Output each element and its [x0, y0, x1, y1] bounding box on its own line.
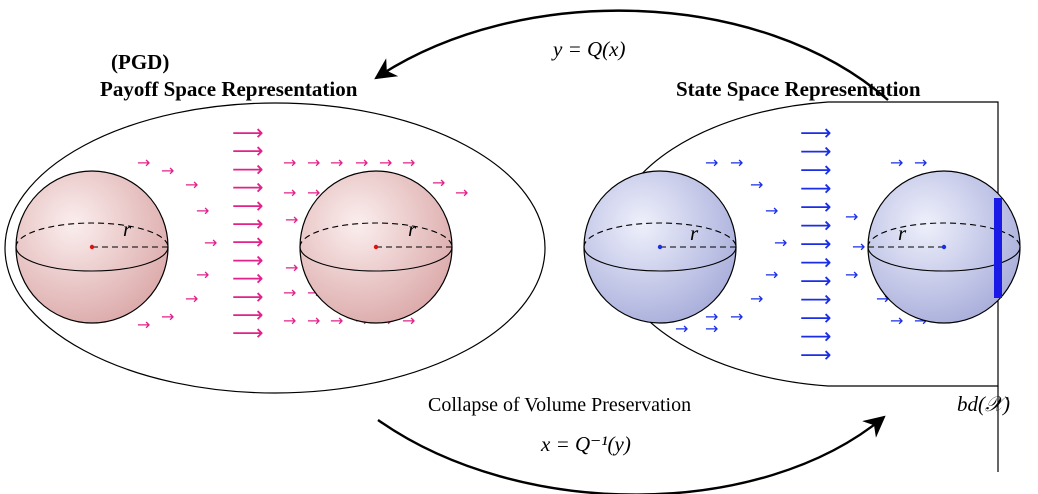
flow-arrow: → — [137, 153, 150, 172]
flow-arrow: → — [283, 311, 296, 330]
boundary-label: bd(𝒳) — [957, 392, 1010, 416]
flow-arrow: ⟶ — [800, 288, 832, 313]
flow-arrow: → — [675, 319, 688, 338]
flow-arrow: → — [845, 265, 858, 284]
flow-arrow: ⟶ — [800, 214, 832, 239]
payoff-sphere-left: r — [15, 170, 169, 324]
flow-arrow: → — [185, 175, 198, 194]
boundary-segment — [994, 198, 1002, 298]
flow-arrow: ⟶ — [800, 232, 832, 257]
flow-arrow: → — [307, 153, 320, 172]
flow-arrow: ⟶ — [232, 267, 264, 292]
flow-arrow: ⟶ — [232, 157, 264, 182]
bottom-arrow-label: x = Q⁻¹(y) — [540, 432, 631, 456]
right-arrow-field: →→→→→→→→→→→→→→→→→→→→→⟶⟶⟶⟶⟶⟶⟶⟶⟶⟶⟶⟶⟶ — [675, 121, 927, 368]
flow-arrow: ⟶ — [800, 325, 832, 350]
payoff-title-line1: (PGD) — [111, 50, 169, 74]
flow-arrow: ⟶ — [232, 176, 264, 201]
flow-arrow: ⟶ — [800, 158, 832, 183]
flow-arrow: → — [765, 201, 778, 220]
flow-arrow: → — [204, 233, 217, 252]
flow-arrow: → — [402, 153, 415, 172]
flow-arrow: → — [890, 311, 903, 330]
flow-arrow: ⟶ — [800, 195, 832, 220]
flow-arrow: → — [455, 183, 468, 202]
flow-arrow: → — [285, 258, 298, 277]
top-mapping-arrow: y = Q(x) — [374, 9, 889, 101]
flow-arrow: ⟶ — [800, 177, 832, 202]
flow-arrow: → — [890, 153, 903, 172]
bottom-mapping-arrow: Collapse of Volume Preservation x = Q⁻¹(… — [377, 394, 886, 494]
flow-arrow: → — [750, 175, 763, 194]
flow-arrow: ⟶ — [232, 194, 264, 219]
flow-arrow: → — [730, 153, 743, 172]
payoff-space-panel: →→→→→→→→→→→→→→→→→→→→→→→→→→→→→⟶⟶⟶⟶⟶⟶⟶⟶⟶⟶⟶… — [4, 50, 546, 394]
payoff-sphere-right: r — [299, 170, 453, 324]
flow-arrow: → — [330, 311, 343, 330]
flow-arrow: ⟶ — [232, 212, 264, 237]
flow-arrow: → — [161, 161, 174, 180]
flow-arrow: → — [705, 307, 718, 326]
flow-arrow: ⟶ — [800, 121, 832, 146]
flow-arrow: → — [355, 153, 368, 172]
bottom-arrow-caption: Collapse of Volume Preservation — [428, 394, 691, 416]
radius-label: r — [123, 217, 132, 241]
top-arrow-label: y = Q(x) — [551, 37, 625, 61]
flow-arrow: ⟶ — [232, 285, 264, 310]
flow-arrow: → — [283, 283, 296, 302]
flow-arrow: → — [285, 210, 298, 229]
flow-arrow: → — [852, 237, 865, 256]
payoff-space-ellipse — [4, 102, 546, 394]
flow-arrow: → — [750, 289, 763, 308]
payoff-title-line2: Payoff Space Representation — [100, 77, 358, 101]
flow-arrow: → — [137, 315, 150, 334]
flow-arrow: → — [765, 265, 778, 284]
flow-arrow: ⟶ — [232, 303, 264, 328]
state-sphere-right: r — [867, 170, 1021, 324]
sphere-center-dot — [373, 244, 379, 250]
flow-arrow: ⟶ — [800, 343, 832, 368]
sphere-center-dot — [657, 244, 663, 250]
flow-arrow: → — [161, 307, 174, 326]
flow-arrow: → — [379, 153, 392, 172]
flow-arrow: → — [307, 311, 320, 330]
flow-arrow: → — [283, 183, 296, 202]
flow-arrow: ⟶ — [232, 121, 264, 146]
sphere-center-dot — [941, 244, 947, 250]
flow-arrow: ⟶ — [800, 251, 832, 276]
radius-label: r — [898, 221, 907, 245]
left-arrow-field: →→→→→→→→→→→→→→→→→→→→→→→→→→→→→⟶⟶⟶⟶⟶⟶⟶⟶⟶⟶⟶… — [137, 121, 468, 346]
flow-arrow: ⟶ — [800, 269, 832, 294]
flow-arrow: ⟶ — [800, 140, 832, 165]
state-sphere-left: r — [583, 170, 737, 324]
state-space-panel: →→→→→→→→→→→→→→→→→→→→→⟶⟶⟶⟶⟶⟶⟶⟶⟶⟶⟶⟶⟶ r r S… — [583, 77, 1021, 472]
flow-arrow: → — [705, 319, 718, 338]
flow-arrow: → — [185, 289, 198, 308]
flow-arrow: ⟶ — [232, 321, 264, 346]
flow-arrow: → — [196, 265, 209, 284]
flow-arrow: → — [845, 207, 858, 226]
state-title: State Space Representation — [676, 77, 921, 101]
flow-arrow: → — [705, 153, 718, 172]
flow-arrow: ⟶ — [800, 306, 832, 331]
radius-label: r — [408, 217, 417, 241]
radius-label: r — [690, 221, 699, 245]
sphere-center-dot — [89, 244, 95, 250]
flow-arrow: → — [196, 201, 209, 220]
flow-arrow: → — [307, 183, 320, 202]
flow-arrow: → — [330, 153, 343, 172]
flow-arrow: → — [730, 307, 743, 326]
flow-arrow: ⟶ — [232, 248, 264, 273]
flow-arrow: ⟶ — [232, 230, 264, 255]
flow-arrow: → — [914, 153, 927, 172]
flow-arrow: ⟶ — [232, 139, 264, 164]
flow-arrow: → — [774, 233, 787, 252]
flow-arrow: → — [432, 173, 445, 192]
flow-arrow: → — [283, 153, 296, 172]
